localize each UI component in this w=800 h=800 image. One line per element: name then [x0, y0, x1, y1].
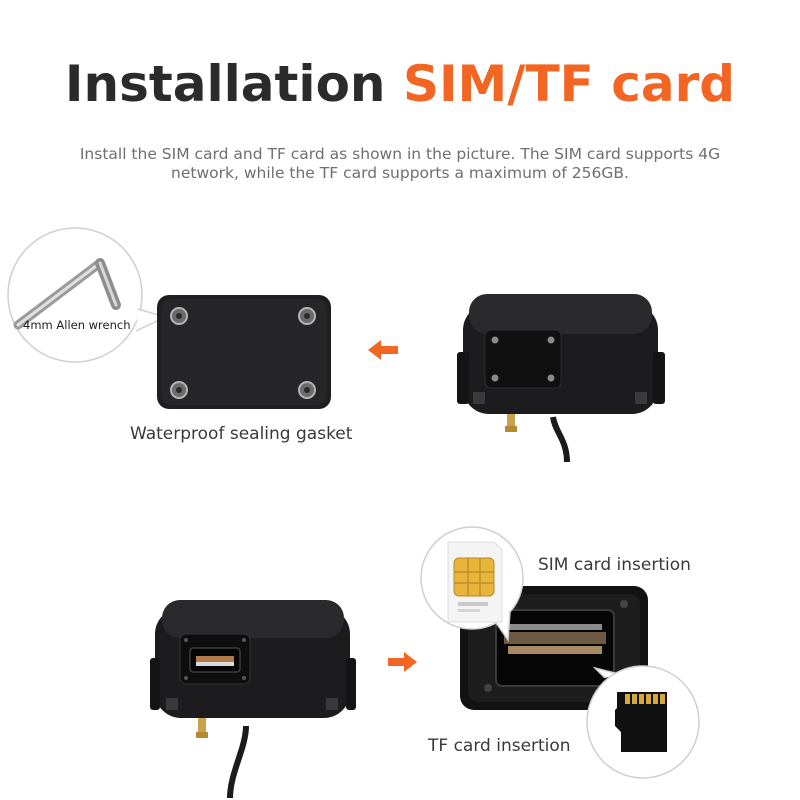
title-part-installation: Installation [64, 55, 386, 113]
device-with-gasket-image [457, 294, 665, 463]
arrow-left-icon [368, 340, 398, 360]
allen-wrench-callout [7, 227, 168, 363]
tf-caption: TF card insertion [428, 736, 571, 756]
sim-caption: SIM card insertion [538, 555, 691, 575]
tf-card-icon [615, 692, 667, 752]
subtitle-line-2: network, while the TF card supports a ma… [171, 164, 629, 182]
sim-card-icon [447, 541, 503, 623]
title-part-sim-tf-card: SIM/TF card [402, 55, 736, 113]
wrench-label: 4mm Allen wrench [23, 318, 131, 332]
tf-card-bubble [586, 665, 700, 779]
device-card-slot-image [150, 600, 356, 799]
arrow-right-icon [388, 652, 417, 672]
sim-card-bubble [420, 526, 524, 643]
gasket-caption: Waterproof sealing gasket [130, 424, 353, 444]
subtitle-line-1: Install the SIM card and TF card as show… [79, 145, 721, 163]
page-title: Installation SIM/TF card [0, 52, 800, 116]
waterproof-gasket-image [157, 295, 331, 409]
page-subtitle: Install the SIM card and TF card as show… [20, 145, 780, 183]
